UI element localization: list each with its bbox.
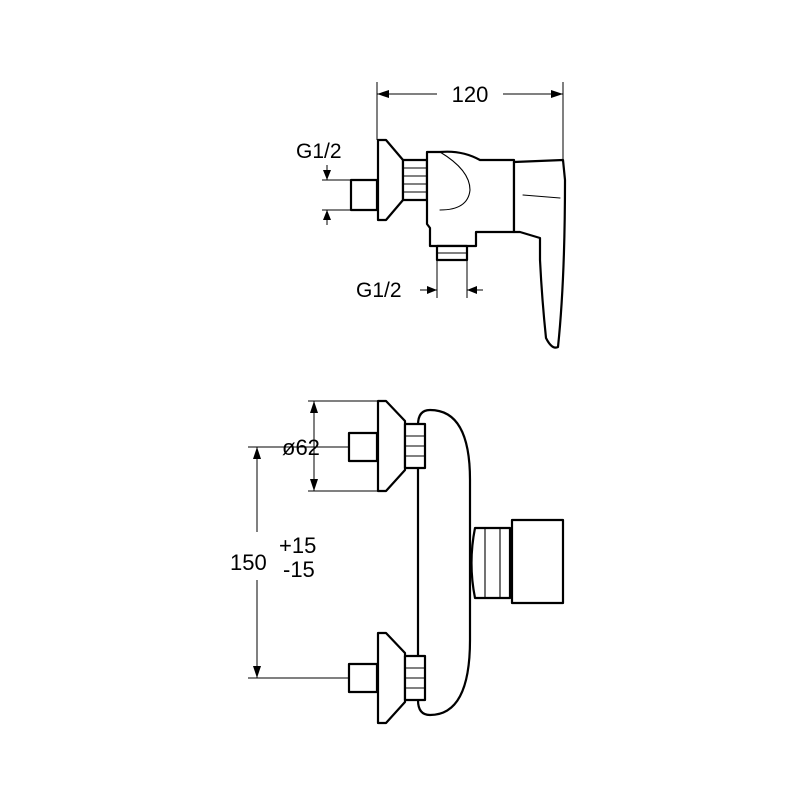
inlet-thread-label: G1/2 — [296, 140, 342, 163]
outlet-thread-label: G1/2 — [356, 279, 402, 302]
lower-connection — [347, 631, 427, 725]
lever-handle-side — [512, 158, 567, 349]
mixer-body-front — [416, 408, 472, 717]
upper-connection — [347, 399, 427, 493]
wall-escutcheon-side — [376, 138, 405, 222]
front-view: ø62 150 +15 -15 — [230, 399, 565, 725]
dimension-width: 120 — [376, 82, 564, 162]
side-view: 120 G1/2 — [296, 82, 567, 349]
lower-escutcheon — [376, 631, 407, 725]
upper-inlet-stub — [347, 431, 379, 463]
dimension-inlet-thread: G1/2 — [296, 140, 351, 225]
upper-escutcheon — [376, 399, 407, 493]
center-distance-minus-label: -15 — [283, 557, 315, 582]
center-distance-plus-label: +15 — [279, 533, 316, 558]
lever-handle-front — [510, 518, 565, 605]
connector-nut — [401, 158, 429, 202]
dimension-width-label: 120 — [452, 82, 489, 107]
lower-inlet-stub — [347, 662, 379, 694]
dimension-outlet-thread: G1/2 — [356, 260, 483, 302]
center-distance-label: 150 — [230, 550, 267, 575]
dimension-center-distance: 150 +15 -15 — [230, 446, 349, 679]
mixer-body-side — [425, 150, 516, 248]
cartridge-housing — [470, 526, 512, 600]
inlet-stub — [349, 178, 379, 212]
